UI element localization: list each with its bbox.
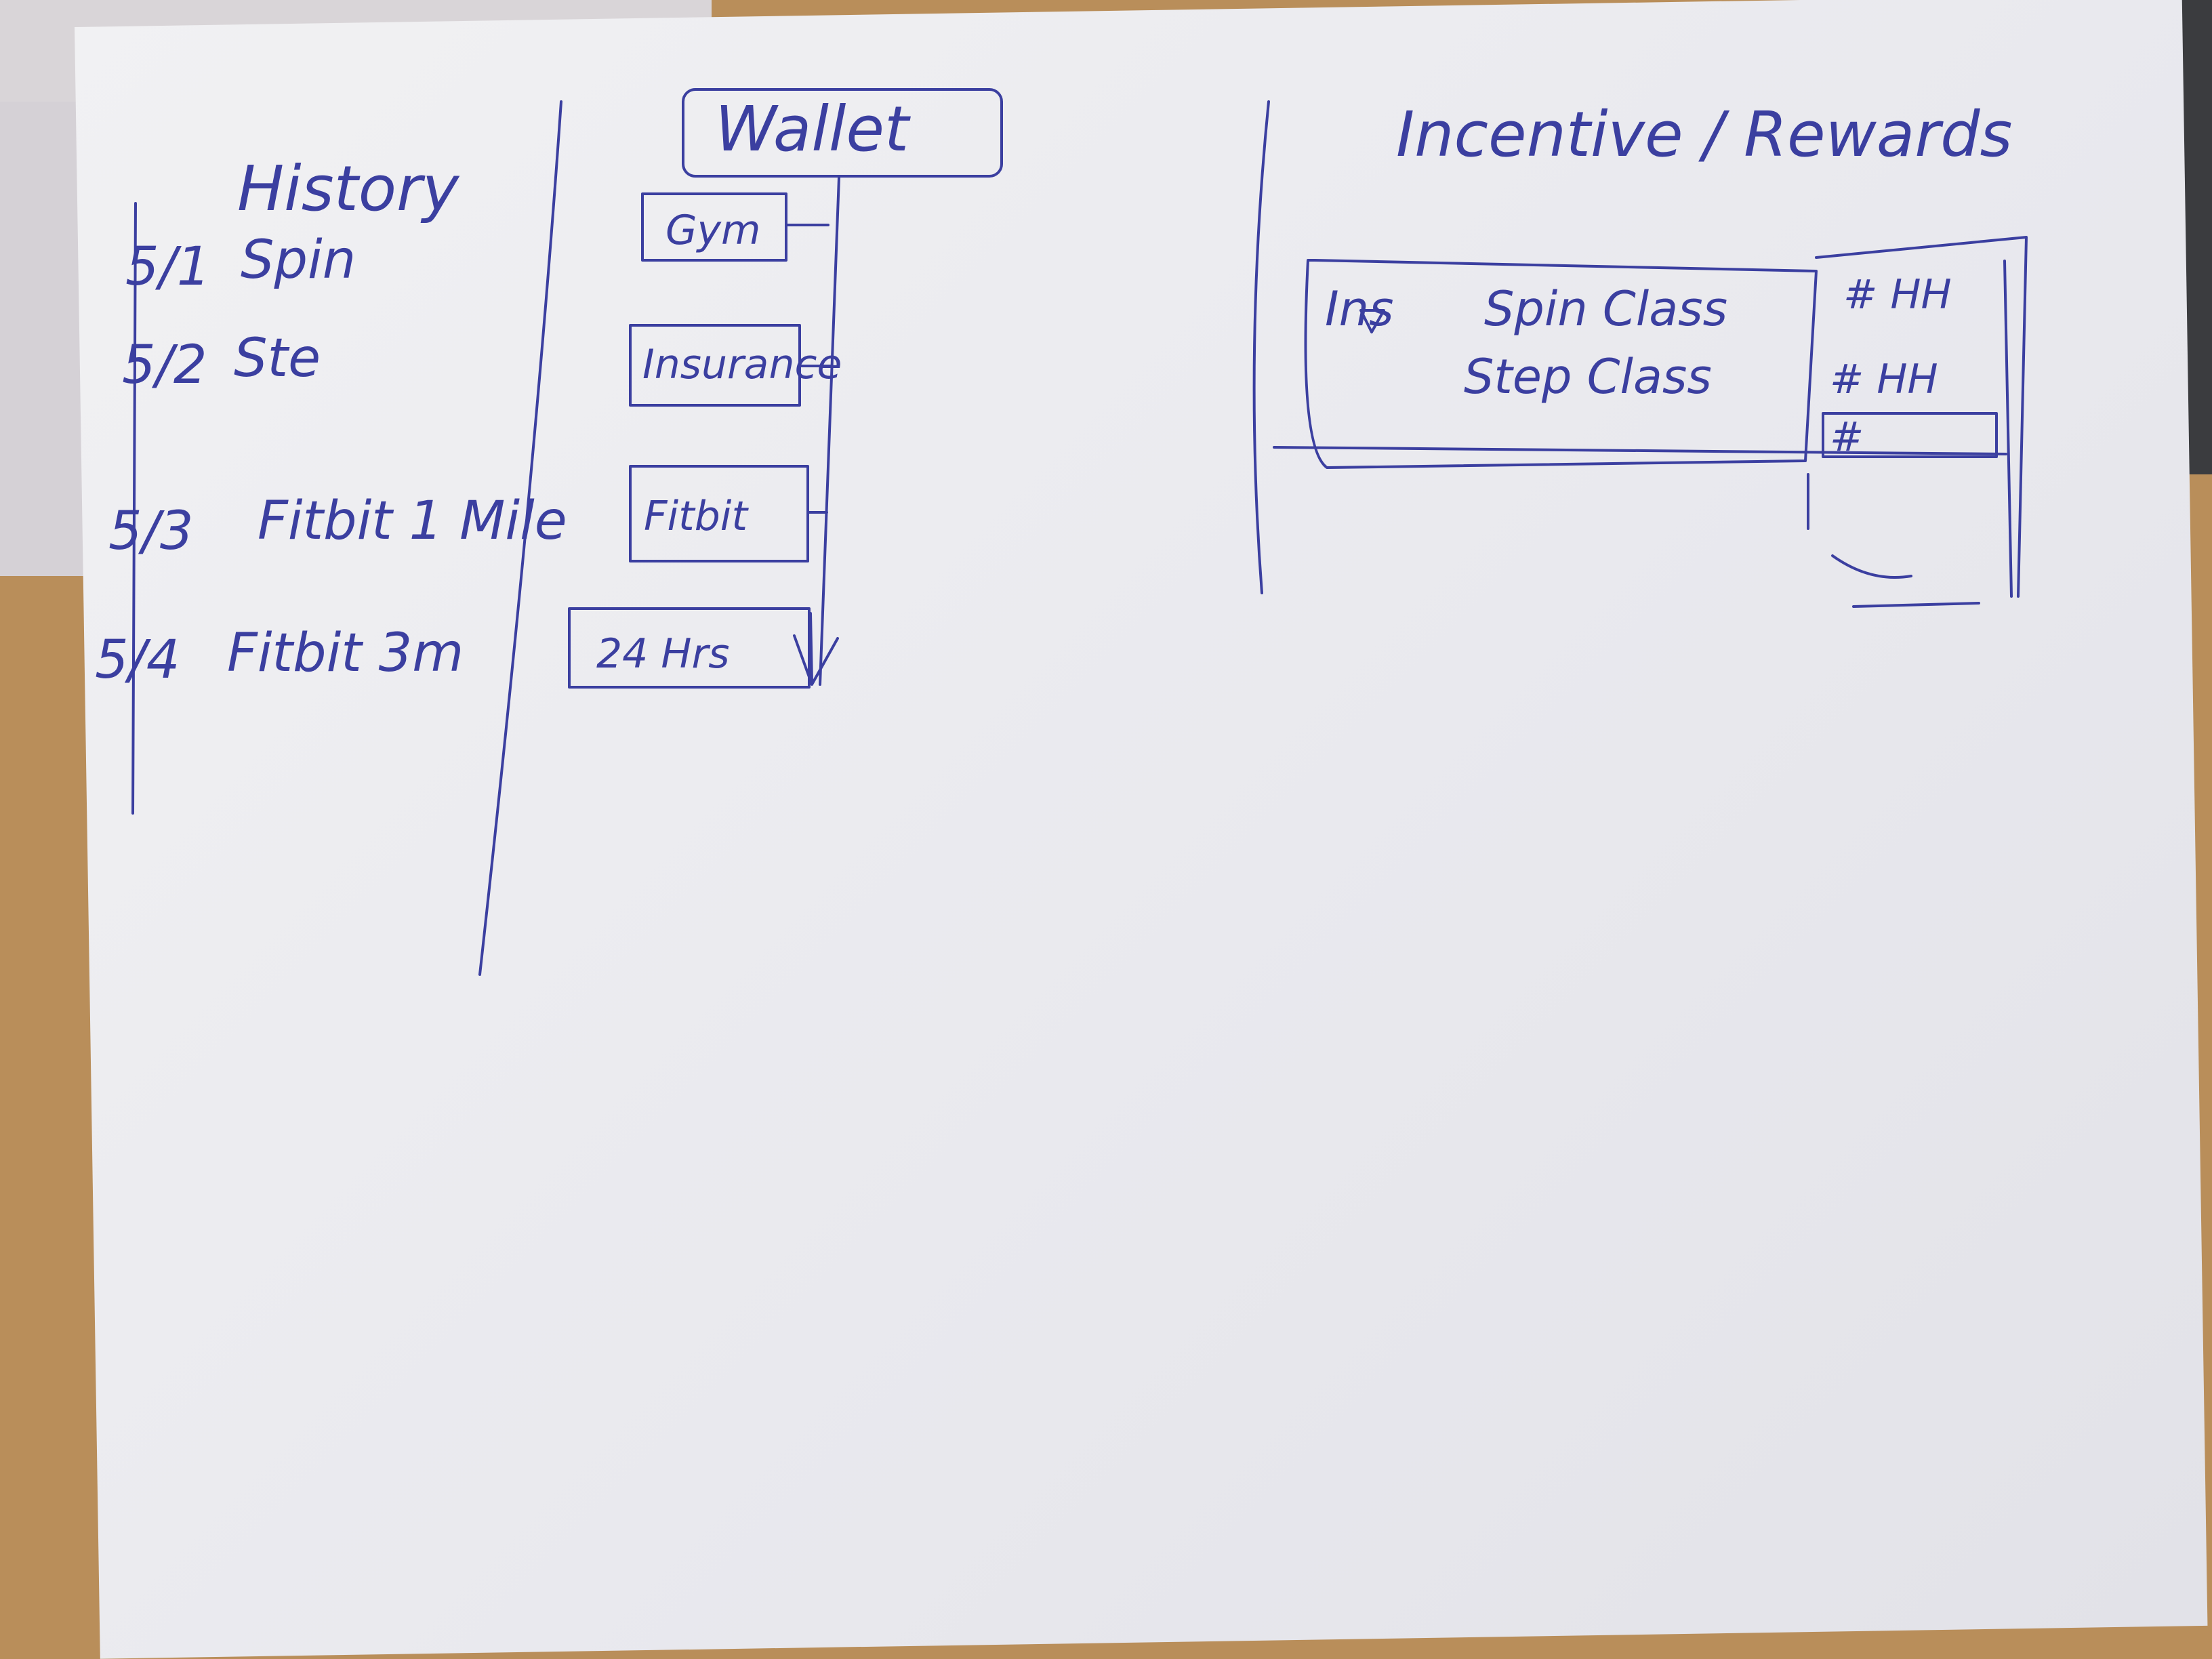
history-date: 5/4 [95, 630, 180, 691]
history-panel: History 5/1 Spin 5/2 Ste 5/3 Fitbit 1 Mi… [95, 100, 567, 976]
scroll-down-arrow-icon[interactable] [793, 612, 839, 686]
history-activity: Spin [241, 230, 356, 291]
wallet-card-frame [568, 607, 811, 689]
wallet-rewards-divider [1252, 100, 1270, 594]
reward-card-frame [1304, 259, 1818, 469]
history-activity: Ste [234, 328, 321, 389]
history-border [131, 202, 137, 815]
wallet-title-box [682, 88, 1003, 178]
history-row[interactable]: 5/3 Fitbit 1 Mile [108, 491, 567, 562]
wallet-title: Wallet [715, 93, 911, 165]
wallet-scrollbar-track[interactable] [819, 176, 840, 686]
history-date: 5/1 [125, 237, 211, 298]
badge-label: # HH [1830, 356, 1938, 403]
wallet-card-label: Gym [665, 207, 760, 254]
badge-frame [1822, 412, 1998, 458]
badge-column-frame [1815, 236, 2028, 598]
wallet-card-label: Insurance [642, 341, 842, 388]
badge-label: # [1830, 413, 1864, 461]
reward-card[interactable]: Ins Spin Class Step Class [1273, 259, 2007, 469]
reward-underline [1273, 446, 2007, 455]
arrow-icon [1359, 309, 1385, 333]
wallet-card-label: 24 Hrs [596, 630, 729, 678]
history-activity: Fitbit 1 Mile [258, 491, 567, 552]
rewards-panel: Incentive / Rewards Ins Spin Class Step … [1252, 98, 2028, 608]
badge-label: # HH [1843, 271, 1952, 319]
history-title: History [237, 152, 460, 225]
scribble [1807, 473, 1980, 608]
wallet-card-label: Fitbit [644, 493, 749, 540]
badge-column-inner [2003, 260, 2013, 598]
history-date: 5/2 [122, 335, 207, 396]
reward-badges[interactable]: # HH # HH # [1807, 236, 2028, 608]
wallet-card[interactable]: Insurance [629, 324, 842, 407]
wallet-card-frame [641, 192, 787, 262]
wallet-card[interactable]: Fitbit [629, 465, 828, 562]
history-activity: Fitbit 3m [227, 623, 464, 684]
wallet-panel: Wallet Gym Insurance Fitbit 24 Hrs [568, 88, 1003, 689]
history-wallet-divider [478, 100, 562, 976]
reward-class: Spin Class [1484, 281, 1727, 337]
history-date: 5/3 [108, 501, 194, 562]
wallet-card[interactable]: 24 Hrs [568, 607, 811, 689]
reward-class: Step Class [1464, 349, 1712, 405]
rewards-title: Incentive / Rewards [1396, 98, 2012, 171]
history-row[interactable]: 5/2 Ste [122, 328, 321, 396]
wallet-card[interactable]: Gym [641, 192, 830, 262]
history-row[interactable]: 5/1 Spin [125, 230, 356, 298]
history-row[interactable]: 5/4 Fitbit 3m [95, 623, 464, 691]
